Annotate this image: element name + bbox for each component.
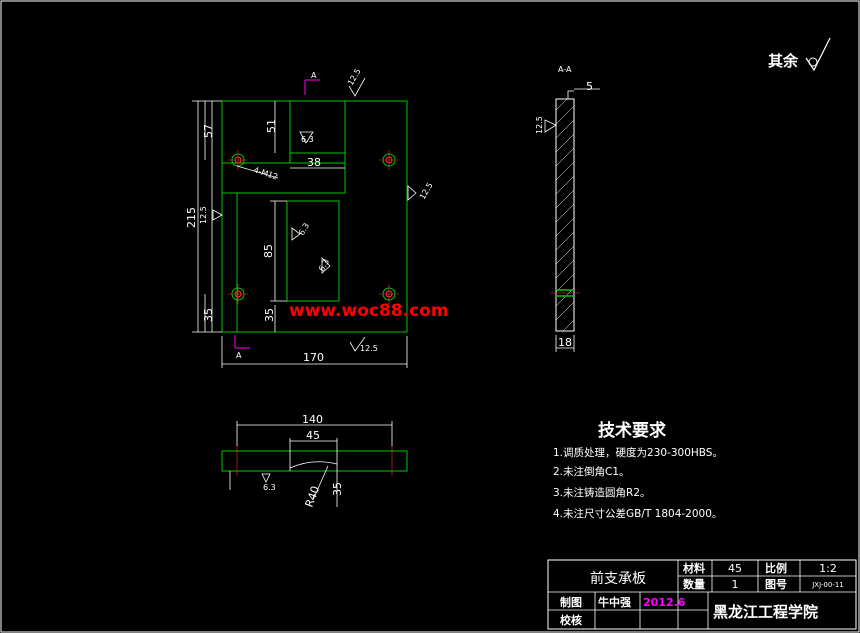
school-name: 黑龙江工程学院 xyxy=(713,603,818,621)
dim-slot-height: 85 xyxy=(262,244,275,258)
general-roughness-note: 其余 xyxy=(768,37,831,72)
roughness-pocket-value: 6.3 xyxy=(301,135,314,144)
quantity-label: 数量 xyxy=(683,577,705,591)
section-dimension-lines xyxy=(555,88,600,352)
title-block-border xyxy=(547,559,857,630)
roughness-top-value: 12.5 xyxy=(346,67,363,87)
roughness-icon xyxy=(407,185,417,201)
top-roughness-value: 6.3 xyxy=(263,483,276,492)
roughness-icon xyxy=(349,336,366,352)
scale-value: 1:2 xyxy=(819,562,837,575)
dim-hole-label: 4-M12 xyxy=(252,165,279,181)
dim-height-bottom: 35 xyxy=(202,308,215,322)
top-view: 140 45 R40 35 6.3 xyxy=(221,413,408,509)
roughness-icon xyxy=(299,131,314,144)
title-block: 前支承板 材料 45 比例 1:2 数量 1 图号 JXJ-00-11 制图 牛… xyxy=(547,559,857,630)
slot-rectangle xyxy=(286,200,340,302)
roughness-icon xyxy=(261,473,271,483)
tech-req-item: 1.调质处理，硬度为230-300HBS。 xyxy=(553,446,723,459)
roughness-slot-a-value: 6.3 xyxy=(297,221,311,237)
watermark-text: www.woc88.com xyxy=(289,301,449,321)
dim-pocket-width: 38 xyxy=(307,156,321,169)
dim-height-top: 57 xyxy=(202,124,215,138)
roughness-bottom-value: 12.5 xyxy=(360,344,378,353)
roughness-icon xyxy=(291,227,301,241)
plate-outline xyxy=(221,100,408,333)
top-slot-width-dim: 45 xyxy=(306,429,320,442)
dimension-lines xyxy=(192,100,408,368)
top-width-dim: 140 xyxy=(302,413,323,426)
roughness-icon xyxy=(544,119,557,133)
dim-pocket-height: 51 xyxy=(265,119,278,133)
top-depth-dim: 35 xyxy=(331,482,344,496)
roughness-left-value: 12.5 xyxy=(199,206,208,224)
part-name: 前支承板 xyxy=(590,570,646,587)
roughness-symbols xyxy=(212,77,417,352)
svg-text:A: A xyxy=(236,351,242,360)
roughness-slot-b-value: 6.3 xyxy=(317,257,331,273)
drawing-no-label: 图号 xyxy=(765,578,787,591)
drawing-date: 2012.6 xyxy=(643,596,686,609)
front-view: 215 57 35 35 85 51 38 170 4-M12 12.5 12.… xyxy=(185,67,449,368)
material-value: 45 xyxy=(728,562,742,575)
top-radius-dim: R40 xyxy=(303,484,323,509)
title-block-grid xyxy=(548,560,856,629)
roughness-symbol-icon xyxy=(805,37,831,72)
drawn-label: 制图 xyxy=(560,595,582,609)
tech-req-heading: 技术要求 xyxy=(598,420,666,441)
tech-req-item: 2.未注倒角C1。 xyxy=(553,465,630,478)
section-marker-top xyxy=(304,79,320,95)
top-view-slot xyxy=(289,451,338,471)
top-view-outline xyxy=(221,450,408,472)
section-label: A-A xyxy=(558,65,572,74)
svg-text:A: A xyxy=(311,71,317,80)
roughness-icon xyxy=(212,209,223,221)
dim-height-total: 215 xyxy=(185,207,198,228)
dim-height-bottom-inner: 35 xyxy=(263,308,276,322)
technical-requirements: 技术要求 1.调质处理，硬度为230-300HBS。 2.未注倒角C1。 3.未… xyxy=(553,420,723,520)
tech-req-item: 4.未注尺寸公差GB/T 1804-2000。 xyxy=(553,507,722,520)
drawn-by: 牛中强 xyxy=(598,595,631,609)
inner-cutout xyxy=(222,101,346,332)
section-view: A-A 5 18 12.5 xyxy=(535,65,600,352)
general-roughness-label: 其余 xyxy=(768,52,799,70)
checked-label: 校核 xyxy=(560,613,582,627)
dim-width-total: 170 xyxy=(303,351,324,364)
tech-req-item: 3.未注铸造圆角R2。 xyxy=(553,486,651,499)
drawing-no-value: JXJ-00-11 xyxy=(811,581,844,589)
roughness-icon xyxy=(348,77,366,97)
scale-label: 比例 xyxy=(765,561,787,575)
roughness-right-value: 12.5 xyxy=(418,181,435,201)
top-view-dimension-lines xyxy=(229,421,393,507)
section-thickness-dim: 18 xyxy=(558,336,572,349)
roughness-icon xyxy=(321,257,331,274)
bolt-holes xyxy=(231,153,396,301)
section-roughness-value: 12.5 xyxy=(535,116,544,134)
section-hatching xyxy=(555,98,575,332)
section-step-dim: 5 xyxy=(586,80,593,93)
quantity-value: 1 xyxy=(732,578,739,591)
section-marker-bottom xyxy=(234,335,250,349)
material-label: 材料 xyxy=(683,561,705,575)
